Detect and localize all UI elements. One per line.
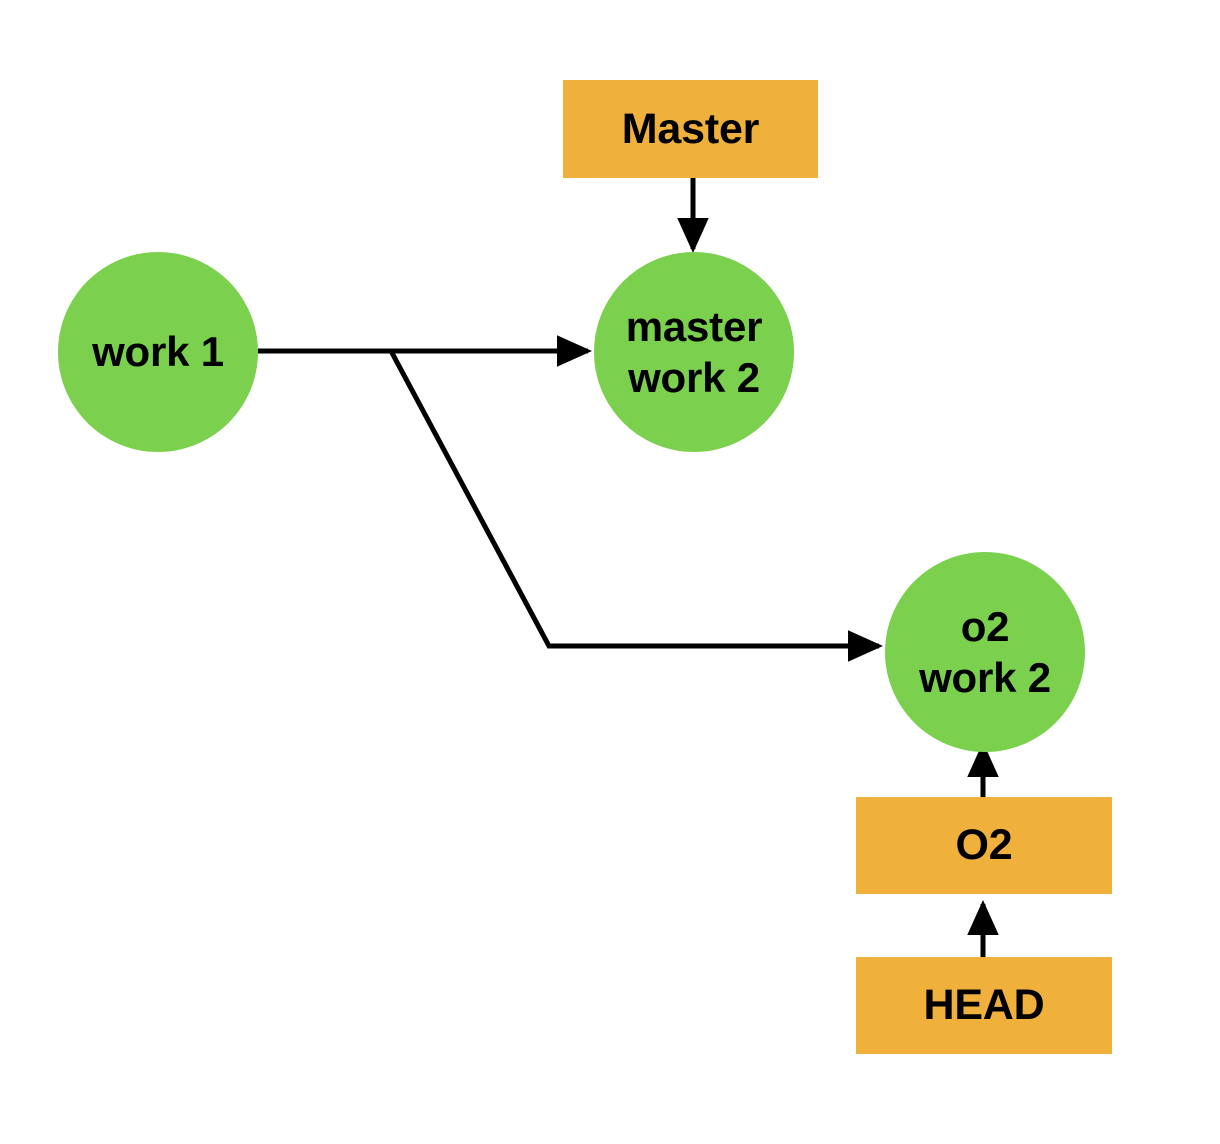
node-o2-work2-label: o2 work 2	[919, 602, 1051, 701]
node-work1-label: work 1	[92, 328, 224, 376]
node-o2-ref[interactable]: O2	[856, 797, 1112, 894]
node-master-ref[interactable]: Master	[563, 80, 818, 178]
node-o2-work2[interactable]: o2 work 2	[885, 552, 1085, 752]
node-master-work2[interactable]: master work 2	[594, 252, 794, 452]
node-master-work2-label: master work 2	[625, 302, 763, 401]
node-head-ref[interactable]: HEAD	[856, 957, 1112, 1054]
node-work1[interactable]: work 1	[58, 252, 258, 452]
node-master-ref-label: Master	[621, 104, 760, 153]
node-head-ref-label: HEAD	[923, 981, 1045, 1030]
node-o2-ref-label: O2	[955, 821, 1013, 870]
